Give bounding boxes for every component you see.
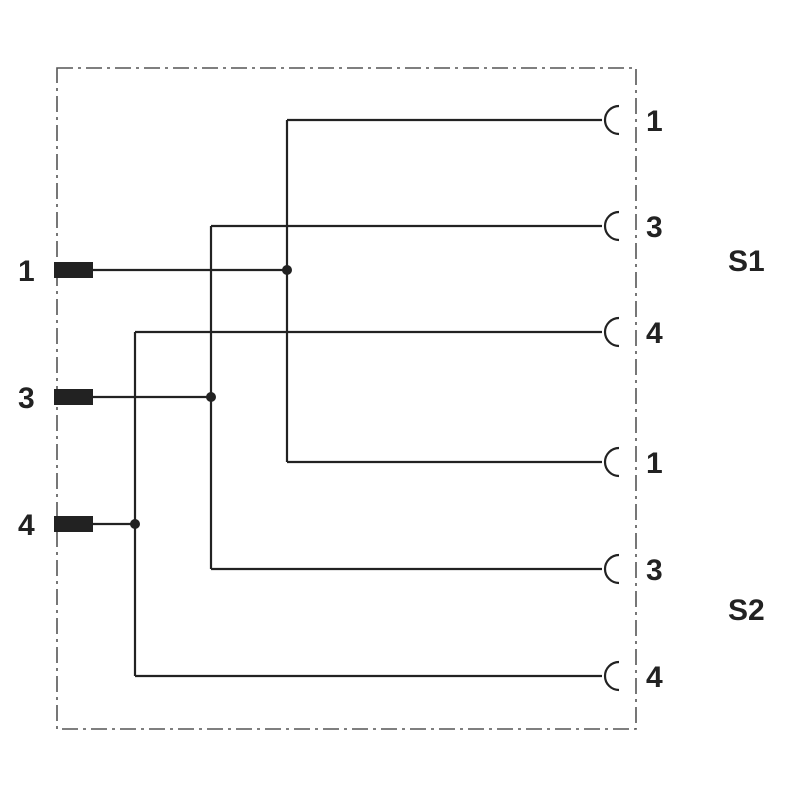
socket-s2-3 xyxy=(603,553,620,585)
junction-dot-pin4 xyxy=(130,519,140,529)
s2-pin-label-3: 3 xyxy=(646,554,663,587)
junction-dot-pin1 xyxy=(282,265,292,275)
junction-dot-pin3 xyxy=(206,392,216,402)
s2-pin-label-1: 1 xyxy=(646,447,663,480)
socket-s2-4 xyxy=(603,660,620,692)
wire-group xyxy=(92,118,602,678)
input-pin-label-3: 3 xyxy=(18,382,35,415)
s2-pin-label-4: 4 xyxy=(646,661,663,694)
input-pin-label-4: 4 xyxy=(18,509,35,542)
pin-contact-3 xyxy=(54,389,93,405)
group-label-s1: S1 xyxy=(728,245,765,278)
s1-pin-label-1: 1 xyxy=(646,105,663,138)
socket-s1-4 xyxy=(603,316,620,348)
s1-pin-label-3: 3 xyxy=(646,211,663,244)
socket-s2-1 xyxy=(603,446,620,478)
housing-outline xyxy=(56,67,637,730)
socket-s1-1 xyxy=(603,104,620,136)
socket-s1-3 xyxy=(603,210,620,242)
socket-group xyxy=(603,104,620,692)
pin-contact-1 xyxy=(54,262,93,278)
group-label-s2: S2 xyxy=(728,594,765,627)
pin-contact-4 xyxy=(54,516,93,532)
input-pin-label-1: 1 xyxy=(18,255,35,288)
s1-pin-label-4: 4 xyxy=(646,317,663,350)
